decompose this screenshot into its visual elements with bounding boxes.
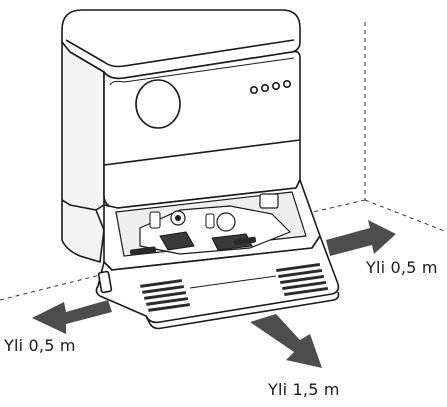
left-grille xyxy=(140,279,191,312)
docking-station-icon xyxy=(61,9,301,263)
clearance-label-left: Yli 0,5 m xyxy=(4,336,76,355)
clearance-arrow-icon-right xyxy=(326,220,396,256)
room-guide-lines xyxy=(0,22,447,301)
viewing-window xyxy=(135,79,181,129)
clearance-arrow-icon-front xyxy=(250,314,322,368)
ramp-icon xyxy=(95,235,340,330)
clearance-arrow-icon-left xyxy=(32,300,112,334)
base-cavity-icon xyxy=(103,179,321,271)
clearance-label-right: Yli 0,5 m xyxy=(366,258,438,277)
right-grille xyxy=(276,262,329,297)
clearance-label-front: Yli 1,5 m xyxy=(268,380,340,399)
